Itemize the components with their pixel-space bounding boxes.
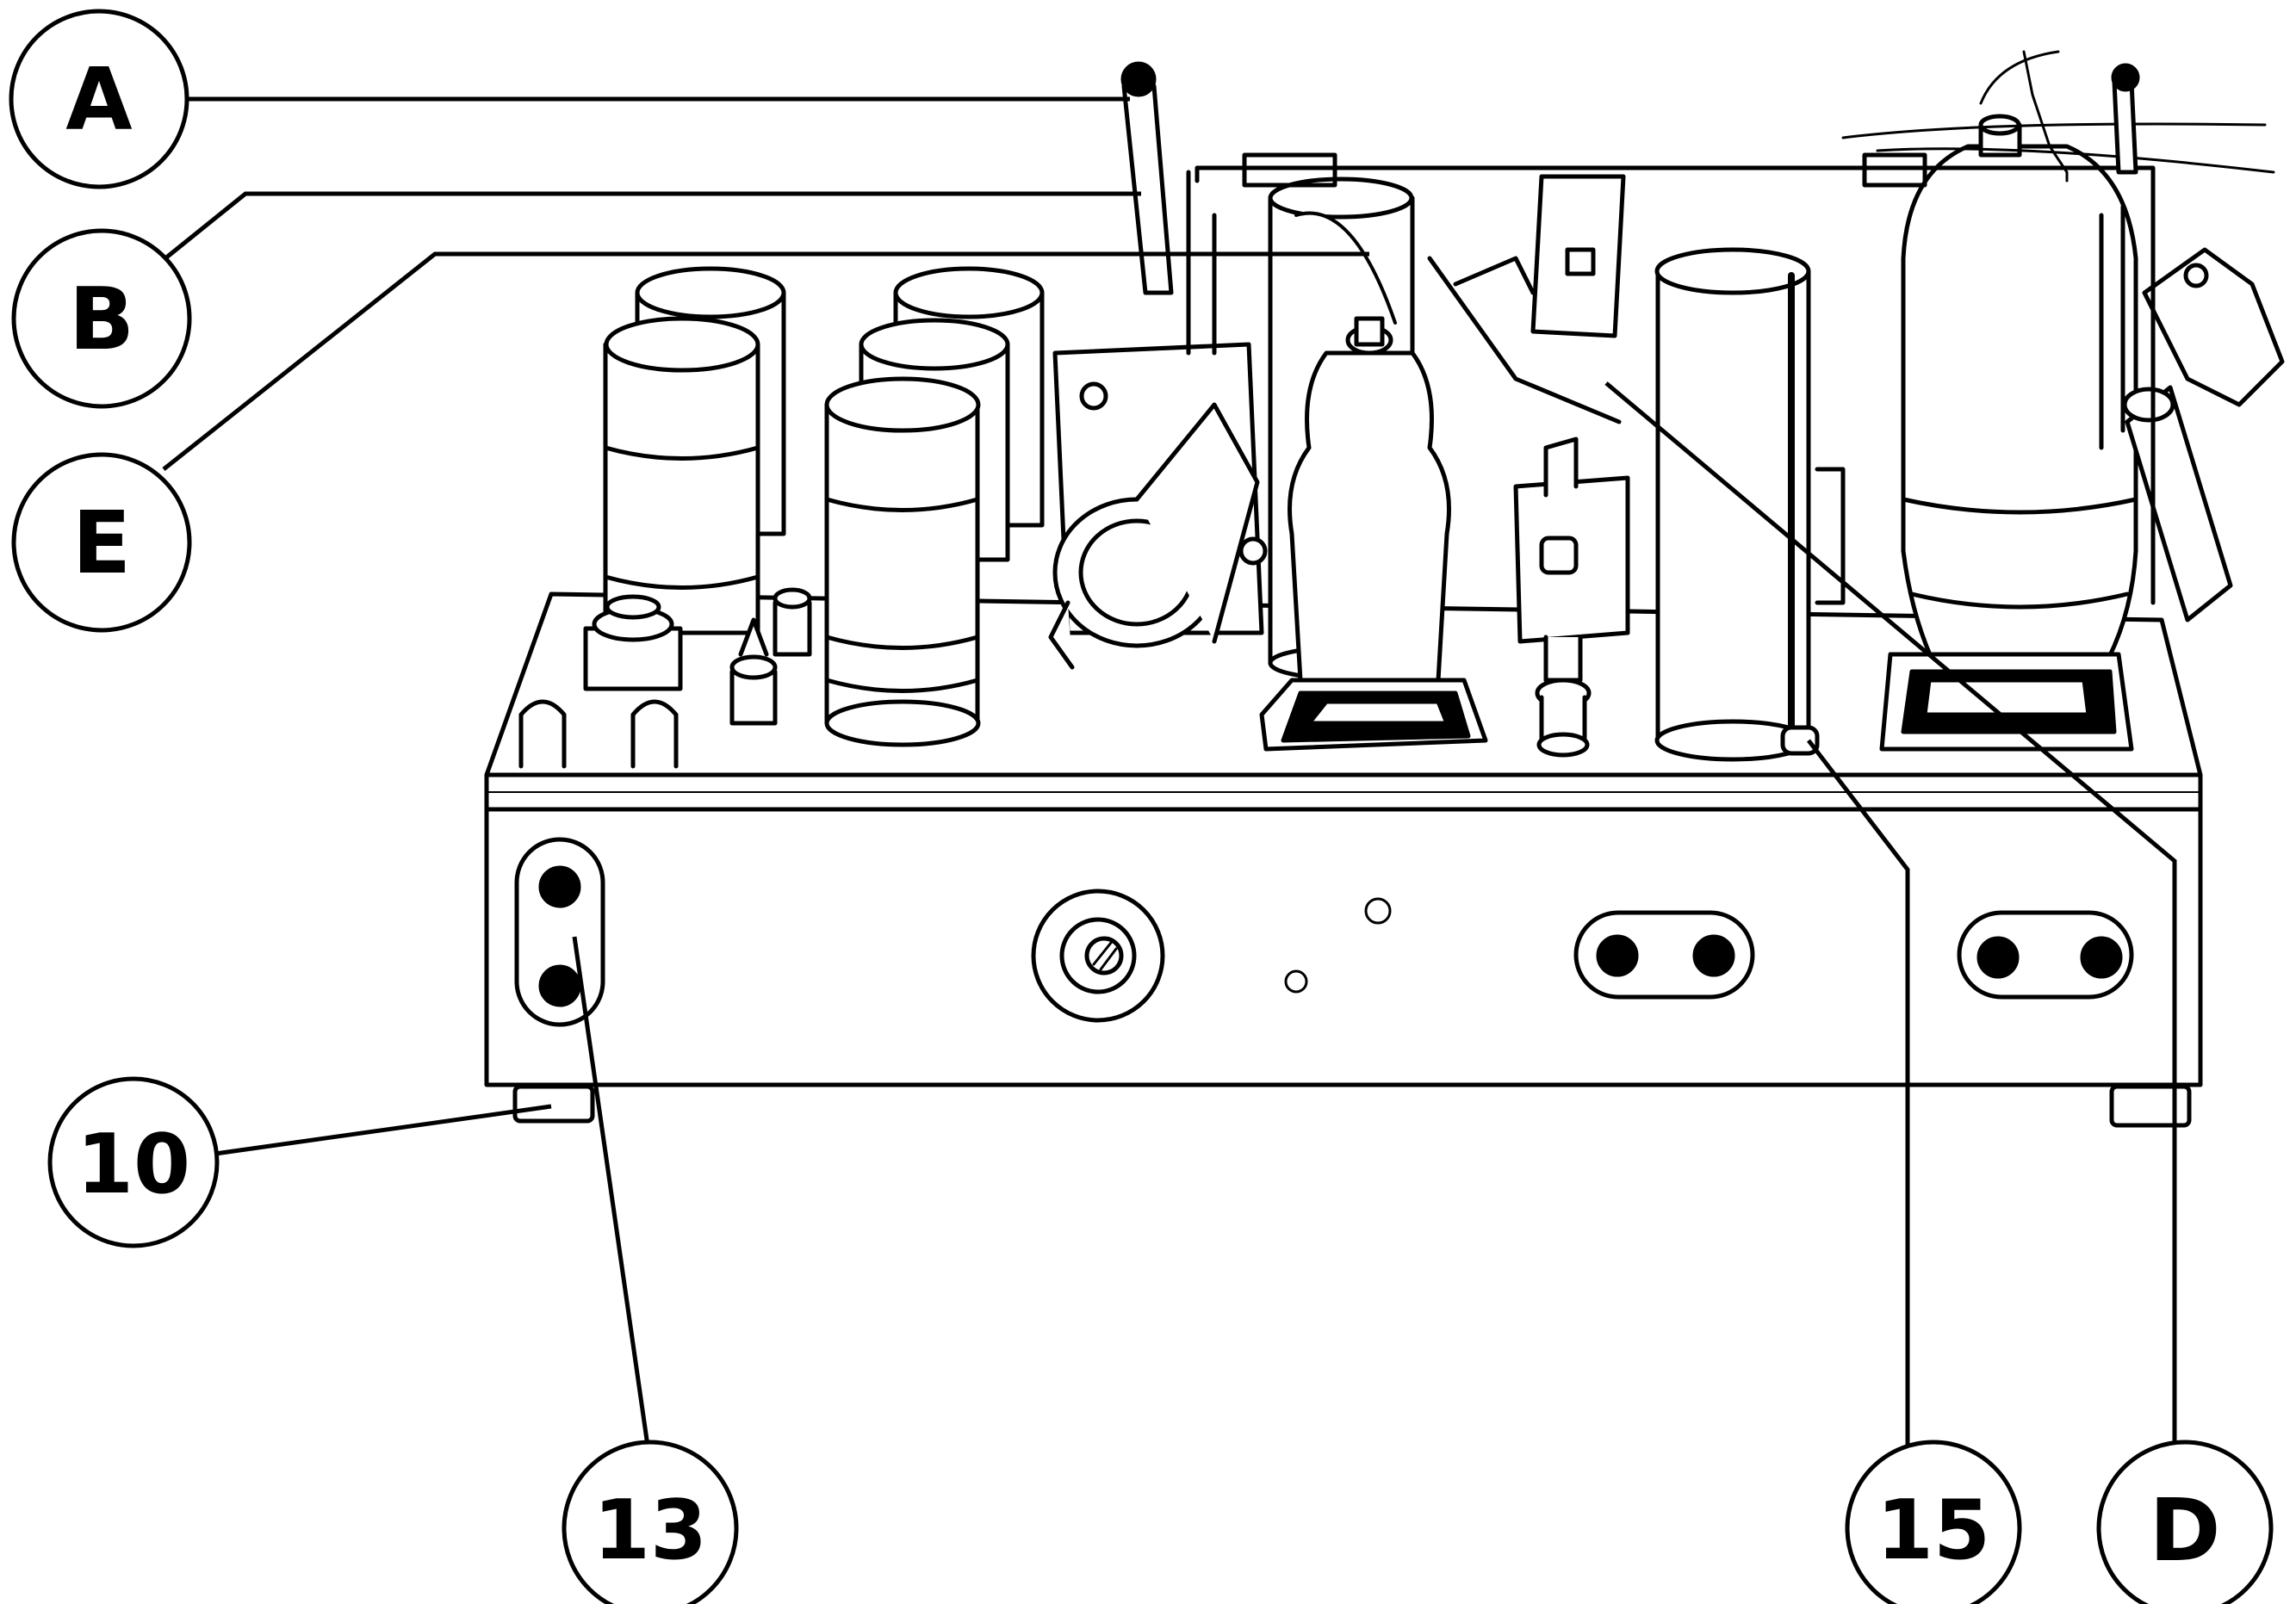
callout-10-label: 10 <box>77 1118 190 1212</box>
callout-D-label: D <box>2149 1480 2220 1581</box>
leader-15 <box>1807 739 1910 1464</box>
callout-10: 10 <box>47 1076 220 1248</box>
callout-E-label: E <box>72 492 131 593</box>
leader-E <box>162 251 1369 471</box>
choke-mount <box>1048 342 1268 670</box>
socket-mid <box>1573 910 1755 1000</box>
callouts: A B E 10 13 15 D <box>9 9 2274 1604</box>
switch-bracket <box>1427 174 1630 758</box>
leader-B <box>164 191 1141 260</box>
callout-15: 15 <box>1845 1440 2022 1604</box>
right-foot <box>2109 1084 2192 1128</box>
callout-A-label: A <box>65 49 132 150</box>
callout-13: 13 <box>562 1440 739 1604</box>
socket-right <box>1957 910 2134 1000</box>
callout-B: B <box>11 228 192 409</box>
glass-tube-center <box>1259 211 1488 752</box>
back-frame <box>1120 50 2275 605</box>
chassis <box>484 591 2203 1128</box>
capacitor-cans-center <box>824 266 1045 747</box>
left-foot <box>512 1084 595 1124</box>
left-socket <box>514 837 605 1027</box>
leader-13 <box>572 936 653 1465</box>
leader-D <box>1604 381 2177 1464</box>
front-panel <box>514 837 2134 1027</box>
resistor-clip-right <box>2122 247 2285 622</box>
callout-15-label: 15 <box>1877 1483 1990 1578</box>
callout-B-label: B <box>69 269 134 369</box>
glass-tube-right <box>1879 114 2138 752</box>
callout-E: E <box>11 452 192 633</box>
front-knob <box>1031 889 1165 1023</box>
callout-A: A <box>9 9 189 189</box>
leader-10 <box>214 1104 552 1156</box>
shield-can-right <box>1654 247 1846 762</box>
callout-D: D <box>2096 1440 2274 1604</box>
capacitor-cans-left <box>583 266 786 691</box>
leader-lines <box>162 96 2177 1465</box>
small-tube-sockets <box>518 587 812 769</box>
callout-13-label: 13 <box>593 1483 707 1578</box>
